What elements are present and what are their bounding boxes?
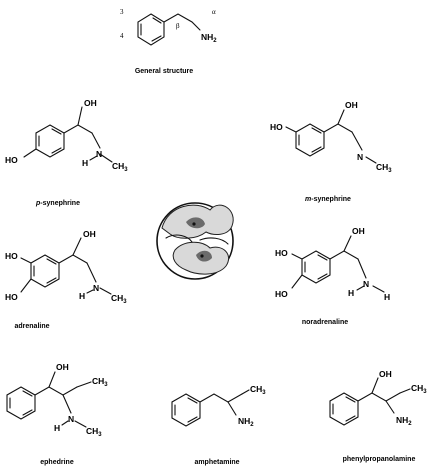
ephedrine-ch3-bottom: CH3 xyxy=(86,426,102,438)
general-position-4: 4 xyxy=(120,32,124,40)
general-alpha-label: α xyxy=(212,8,216,16)
noradrenaline-ho-lower: HO xyxy=(275,289,288,299)
p-synephrine-ch3: CH3 xyxy=(112,161,128,173)
ephedrine-h: H xyxy=(54,423,60,433)
p-synephrine-h: H xyxy=(82,158,88,168)
phenylpropanolamine-nh2: NH2 xyxy=(396,415,412,427)
noradrenaline-ho-upper: HO xyxy=(275,248,288,258)
adrenaline-ho-lower: HO xyxy=(5,292,18,302)
ephedrine-caption: ephedrine xyxy=(40,459,74,466)
ephedrine-structure: OH CH3 H N CH3 ephedrine xyxy=(6,362,108,466)
m-synephrine-oh: OH xyxy=(345,100,358,110)
adrenaline-oh: OH xyxy=(83,229,96,239)
amphetamine-caption: amphetamine xyxy=(194,459,239,466)
general-amine: NH2 xyxy=(201,32,217,44)
ephedrine-ring xyxy=(6,386,36,420)
p-synephrine-ring xyxy=(35,124,65,158)
m-synephrine-n: N xyxy=(357,152,363,162)
m-synephrine-ring xyxy=(295,123,325,157)
m-synephrine-structure: OH HO N CH3 m-synephrine xyxy=(270,100,392,203)
phenylpropanolamine-ch3: CH3 xyxy=(411,383,427,395)
amphetamine-nh2: NH2 xyxy=(238,416,254,428)
phenylpropanolamine-oh: OH xyxy=(379,369,392,379)
phenylpropanolamine-structure: OH CH3 NH2 phenylpropanolamine xyxy=(329,369,427,463)
amphetamine-ring xyxy=(171,393,201,427)
phenylpropanolamine-caption: phenylpropanolamine xyxy=(343,456,416,463)
noradrenaline-structure: OH HO HO H N H noradrenaline xyxy=(275,226,390,326)
adrenaline-caption: adrenaline xyxy=(14,323,49,330)
ephedrine-oh: OH xyxy=(56,362,69,372)
ephedrine-n: N xyxy=(68,414,74,424)
gorilla-logo xyxy=(156,202,234,280)
m-synephrine-caption: m-synephrine xyxy=(305,196,351,203)
noradrenaline-h-right: H xyxy=(384,292,390,302)
m-synephrine-ho: HO xyxy=(270,122,283,132)
noradrenaline-h-left: H xyxy=(348,288,354,298)
p-synephrine-ho: HO xyxy=(5,155,18,165)
noradrenaline-oh: OH xyxy=(352,226,365,236)
adrenaline-structure: OH HO HO H N CH3 adrenaline xyxy=(5,229,127,330)
general-caption: General structure xyxy=(135,68,193,75)
amphetamine-structure: CH3 NH2 amphetamine xyxy=(171,384,266,466)
p-synephrine-oh: OH xyxy=(84,98,97,108)
p-synephrine-structure: OH HO H N CH3 p-synephrine xyxy=(5,98,128,207)
general-structure: 3 4 β α NH2 General structure xyxy=(120,8,217,75)
general-benzene-ring xyxy=(137,13,165,46)
noradrenaline-n: N xyxy=(363,279,369,289)
adrenaline-h: H xyxy=(79,291,85,301)
noradrenaline-ring xyxy=(301,250,331,284)
adrenaline-ch3: CH3 xyxy=(111,293,127,305)
ephedrine-ch3-top: CH3 xyxy=(92,376,108,388)
general-position-3: 3 xyxy=(120,8,124,16)
noradrenaline-caption: noradrenaline xyxy=(302,319,348,326)
adrenaline-ring xyxy=(30,254,60,288)
p-synephrine-caption: p-synephrine xyxy=(35,200,80,207)
adrenaline-n: N xyxy=(93,283,99,293)
general-beta-label: β xyxy=(176,22,180,30)
m-synephrine-ch3: CH3 xyxy=(376,162,392,174)
p-synephrine-n: N xyxy=(96,149,102,159)
amphetamine-ch3: CH3 xyxy=(250,384,266,396)
adrenaline-ho-upper: HO xyxy=(5,251,18,261)
phenylpropanolamine-ring xyxy=(329,392,359,426)
